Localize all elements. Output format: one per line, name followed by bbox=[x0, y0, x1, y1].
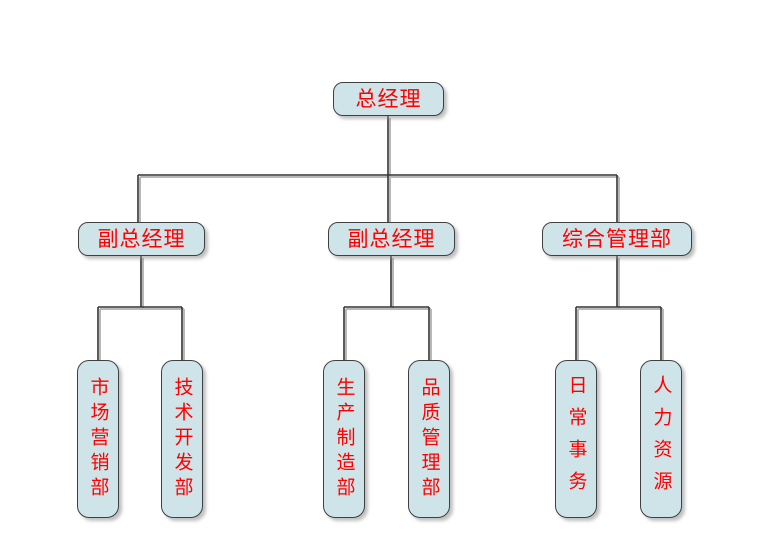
org-node-daily-affairs[interactable]: 日常事务 bbox=[555, 360, 597, 518]
org-node-label: 市场营销部 bbox=[87, 376, 109, 502]
org-node-label: 副总经理 bbox=[347, 227, 436, 251]
org-node-quality-management-dept[interactable]: 品质管理部 bbox=[408, 360, 450, 518]
org-node-production-manufacturing-dept[interactable]: 生产制造部 bbox=[323, 360, 365, 518]
org-node-deputy-gm-2[interactable]: 副总经理 bbox=[328, 222, 455, 256]
org-node-label: 总经理 bbox=[355, 87, 422, 111]
org-node-label: 综合管理部 bbox=[562, 227, 672, 251]
org-node-label: 生产制造部 bbox=[333, 376, 355, 502]
org-node-root[interactable]: 总经理 bbox=[333, 82, 444, 116]
org-node-label: 人力资源 bbox=[650, 375, 672, 503]
org-node-marketing-dept[interactable]: 市场营销部 bbox=[77, 360, 119, 518]
org-node-label: 品质管理部 bbox=[418, 376, 440, 502]
org-node-label: 技术开发部 bbox=[171, 376, 193, 502]
org-node-deputy-gm-1[interactable]: 副总经理 bbox=[78, 222, 205, 256]
org-node-label: 副总经理 bbox=[97, 227, 186, 251]
org-node-comprehensive-mgmt-dept[interactable]: 综合管理部 bbox=[542, 222, 692, 256]
org-node-technology-development-dept[interactable]: 技术开发部 bbox=[161, 360, 203, 518]
org-node-label: 日常事务 bbox=[565, 375, 587, 503]
org-node-human-resources[interactable]: 人力资源 bbox=[640, 360, 682, 518]
